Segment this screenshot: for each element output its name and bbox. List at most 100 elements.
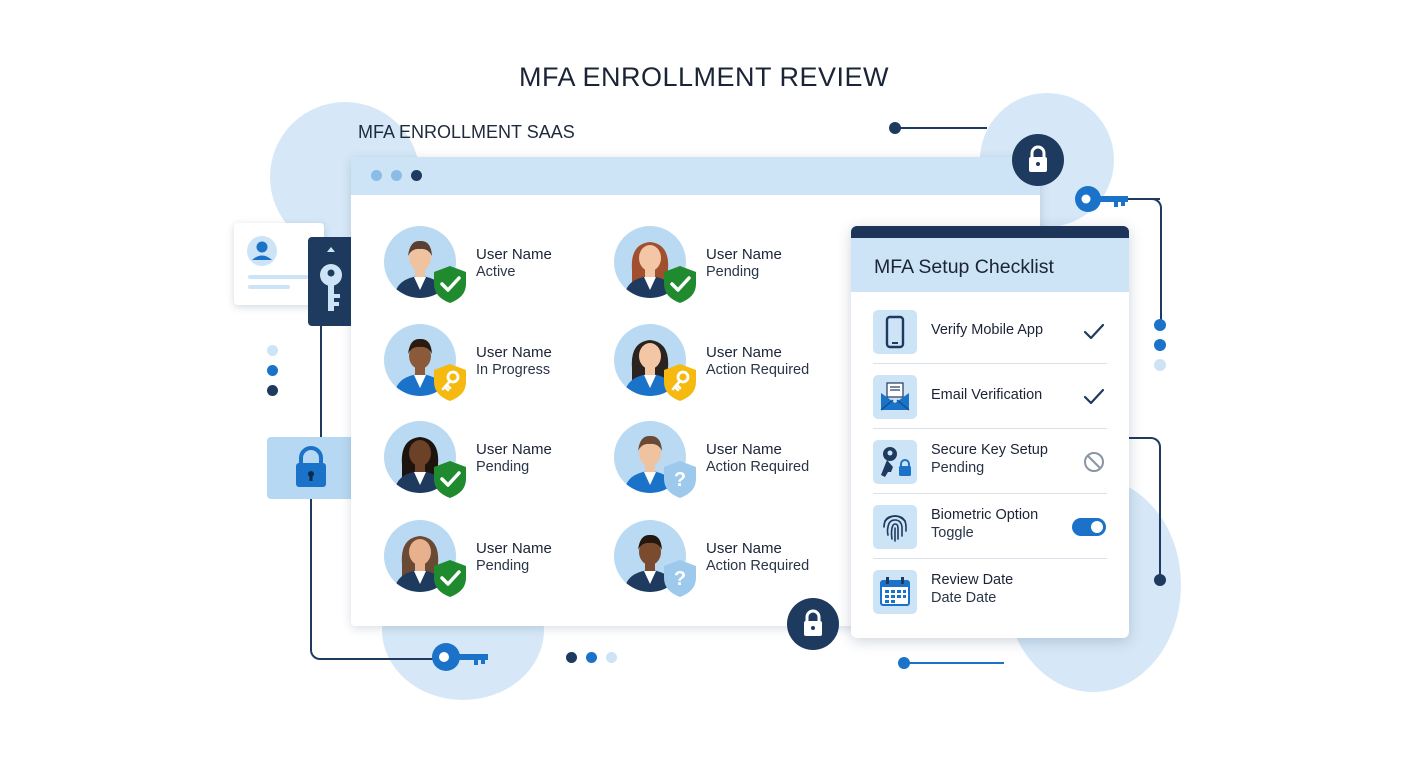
- mfa-checklist-panel: MFA Setup Checklist Verify Mobile App Em…: [851, 226, 1129, 638]
- checklist-item-label: Review Date: [931, 572, 1014, 588]
- app-label: MFA ENROLLMENT SAAS: [358, 122, 575, 142]
- user-profile-icon: [247, 236, 308, 289]
- user-name: User Name: [476, 441, 552, 458]
- user-status: Active: [476, 264, 516, 280]
- blocked-icon: [1081, 450, 1107, 474]
- connector-line: [1140, 198, 1162, 326]
- panel-title: MFA Setup Checklist: [874, 256, 1054, 278]
- user-status: In Progress: [476, 362, 551, 378]
- window-titlebar: [351, 157, 1040, 195]
- lock-card: [267, 437, 355, 499]
- user-status: Pending: [476, 558, 530, 574]
- svg-text:?: ?: [674, 469, 686, 491]
- checklist-item-status: Toggle: [931, 525, 974, 541]
- toggle-switch[interactable]: [1071, 517, 1107, 541]
- question-shield-icon: ?: [662, 558, 698, 598]
- lock-badge: [787, 598, 839, 650]
- user-name: User Name: [706, 540, 782, 557]
- mobile-phone-icon: [873, 310, 917, 354]
- user-name: User Name: [476, 246, 552, 263]
- connector-line: [310, 498, 442, 660]
- checklist-item-label: Email Verification: [931, 387, 1043, 403]
- user-card[interactable]: ? User Name Action Required: [614, 520, 834, 600]
- checklist-item[interactable]: Verify Mobile App: [873, 300, 1107, 364]
- user-card[interactable]: User Name Pending: [384, 421, 604, 501]
- checklist-item[interactable]: Biometric Option Toggle: [873, 495, 1107, 559]
- calendar-icon: [873, 570, 917, 614]
- connector-dot: [1154, 339, 1166, 351]
- checklist-item-label: Biometric Option: [931, 507, 1039, 523]
- lock-icon: [296, 446, 326, 487]
- divider: [873, 428, 1107, 429]
- connector-line: [904, 662, 1004, 664]
- key-lock-icon: [873, 440, 917, 484]
- question-shield-icon: ?: [662, 459, 698, 499]
- checklist-item-label: Secure Key Setup: [931, 442, 1048, 458]
- panel-top-bar: [851, 226, 1129, 238]
- checklist-item[interactable]: Secure Key Setup Pending: [873, 430, 1107, 494]
- user-name: User Name: [476, 344, 552, 361]
- check-shield-icon: [432, 459, 468, 499]
- user-name: User Name: [706, 246, 782, 263]
- checklist-item-label: Verify Mobile App: [931, 322, 1044, 338]
- user-card[interactable]: User Name Pending: [614, 226, 834, 306]
- window-control-dot[interactable]: [371, 170, 382, 181]
- divider: [873, 493, 1107, 494]
- check-shield-icon: [662, 264, 698, 304]
- user-card[interactable]: User Name Pending: [384, 520, 604, 600]
- user-card[interactable]: User Name Action Required: [614, 324, 834, 404]
- key-icon: [1074, 184, 1130, 214]
- user-name: User Name: [706, 344, 782, 361]
- divider: [873, 558, 1107, 559]
- checkmark-icon: [1081, 385, 1107, 409]
- connector-dot: [1154, 359, 1166, 371]
- user-status: Pending: [706, 264, 760, 280]
- user-status: Action Required: [706, 362, 810, 378]
- checklist-item-status: Pending: [931, 460, 985, 476]
- window-control-dot[interactable]: [391, 170, 402, 181]
- avatar: [614, 324, 686, 396]
- connector-dot: [889, 122, 901, 134]
- user-card[interactable]: User Name Active: [384, 226, 604, 306]
- window-control-dot[interactable]: [411, 170, 422, 181]
- connector-dot: [1154, 574, 1166, 586]
- connector-dot: [267, 345, 278, 356]
- key-card: [308, 237, 355, 326]
- connector-line: [1129, 437, 1161, 579]
- user-name: User Name: [706, 441, 782, 458]
- avatar: [384, 421, 456, 493]
- connector-dot: [898, 657, 910, 669]
- envelope-icon: [873, 375, 917, 419]
- panel-header: MFA Setup Checklist: [851, 238, 1129, 292]
- checkmark-icon: [1081, 320, 1107, 344]
- pagination-dot: [566, 652, 577, 663]
- user-status: Pending: [476, 459, 530, 475]
- lock-badge: [1012, 134, 1064, 186]
- key-shield-icon: [432, 362, 468, 402]
- page-title: MFA ENROLLMENT REVIEW: [518, 62, 890, 92]
- fingerprint-icon: [873, 505, 917, 549]
- key-shield-icon: [662, 362, 698, 402]
- avatar: [614, 226, 686, 298]
- user-card[interactable]: ? User Name Action Required: [614, 421, 834, 501]
- user-card[interactable]: User Name In Progress: [384, 324, 604, 404]
- connector-dot: [1154, 319, 1166, 331]
- checklist-item-status: Date Date: [931, 590, 997, 606]
- connector-dot: [267, 385, 278, 396]
- check-shield-icon: [432, 558, 468, 598]
- connector-line: [895, 127, 987, 129]
- checklist-item[interactable]: Email Verification: [873, 365, 1107, 429]
- key-icon: [430, 641, 492, 673]
- divider: [873, 363, 1107, 364]
- lock-icon: [1029, 145, 1047, 172]
- user-name: User Name: [476, 540, 552, 557]
- pagination-dot: [586, 652, 597, 663]
- connector-dot: [267, 365, 278, 376]
- check-shield-icon: [432, 264, 468, 304]
- user-status: Action Required: [706, 459, 810, 475]
- checklist-item[interactable]: Review Date Date Date: [873, 560, 1107, 624]
- user-status: Action Required: [706, 558, 810, 574]
- key-icon: [320, 247, 342, 311]
- svg-text:?: ?: [674, 568, 686, 590]
- pagination-dot: [606, 652, 617, 663]
